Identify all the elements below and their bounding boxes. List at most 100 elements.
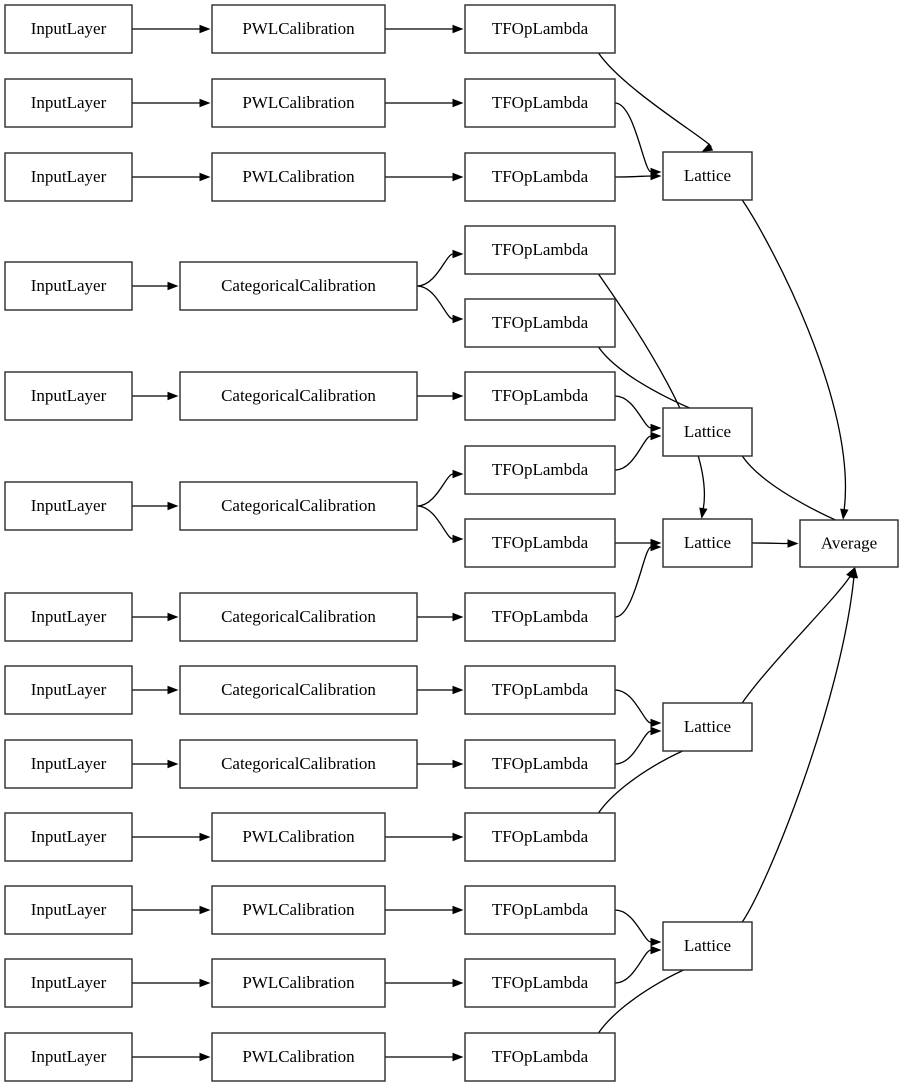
- edge-line: [751, 542, 789, 545]
- edge-in12-to-cal12: [132, 978, 211, 988]
- node-box: [211, 1032, 386, 1082]
- edge-cal4-to-tf4: [416, 249, 464, 287]
- edge-cal8-to-tf10: [416, 685, 464, 695]
- node-box: [4, 812, 133, 862]
- node-categorical-calibration-cal6[interactable]: CategoricalCalibration: [179, 481, 418, 531]
- node-input-layer-in4[interactable]: InputLayer: [4, 261, 133, 311]
- node-input-layer-in13[interactable]: InputLayer: [4, 1032, 133, 1082]
- edge-layer: [131, 24, 859, 1062]
- edge-tf12-to-lat4: [597, 740, 714, 814]
- node-box: [464, 298, 616, 348]
- node-lattice-lat1[interactable]: Lattice: [662, 151, 753, 201]
- node-box: [464, 225, 616, 275]
- node-tfop-lambda-tf2[interactable]: TFOpLambda: [464, 78, 616, 128]
- node-input-layer-in9[interactable]: InputLayer: [4, 739, 133, 789]
- node-box: [662, 921, 753, 971]
- node-categorical-calibration-cal5[interactable]: CategoricalCalibration: [179, 371, 418, 421]
- edge-in9-to-cal9: [132, 759, 179, 769]
- node-tfop-lambda-tf8[interactable]: TFOpLambda: [464, 518, 616, 568]
- node-box: [464, 445, 616, 495]
- node-pwlcalibration-cal3[interactable]: PWLCalibration: [211, 152, 386, 202]
- edge-lat4-to-avg: [741, 567, 855, 704]
- node-box: [4, 1032, 133, 1082]
- edge-in3-to-cal3: [131, 172, 211, 182]
- edge-arrowhead-icon: [167, 281, 179, 291]
- edge-cal7-to-tf9: [417, 612, 464, 622]
- edge-arrowhead-icon: [787, 539, 799, 548]
- node-input-layer-in7[interactable]: InputLayer: [4, 592, 133, 642]
- node-box: [464, 739, 616, 789]
- node-tfop-lambda-tf10[interactable]: TFOpLambda: [464, 665, 616, 715]
- edge-cal12-to-tf14: [385, 978, 464, 988]
- edge-tf10-to-lat4: [614, 689, 662, 728]
- edge-line: [416, 285, 454, 320]
- node-tfop-lambda-tf13[interactable]: TFOpLambda: [464, 885, 616, 935]
- edge-cal13-to-tf15: [385, 1052, 464, 1062]
- node-pwlcalibration-cal13[interactable]: PWLCalibration: [211, 1032, 386, 1082]
- edge-arrowhead-icon: [452, 98, 464, 108]
- node-tfop-lambda-tf9[interactable]: TFOpLambda: [464, 592, 616, 642]
- edge-arrowhead-icon: [699, 507, 708, 519]
- edge-tf2-to-lat1: [614, 102, 662, 177]
- edge-arrowhead-icon: [650, 937, 662, 947]
- node-input-layer-in11[interactable]: InputLayer: [4, 885, 133, 935]
- node-box: [662, 151, 753, 201]
- node-input-layer-in6[interactable]: InputLayer: [4, 481, 133, 531]
- node-box: [4, 261, 133, 311]
- node-tfop-lambda-tf14[interactable]: TFOpLambda: [464, 958, 616, 1008]
- node-input-layer-in2[interactable]: InputLayer: [4, 78, 133, 128]
- node-pwlcalibration-cal11[interactable]: PWLCalibration: [211, 885, 386, 935]
- node-categorical-calibration-cal9[interactable]: CategoricalCalibration: [179, 739, 418, 789]
- node-tfop-lambda-tf7[interactable]: TFOpLambda: [464, 445, 616, 495]
- node-lattice-lat3[interactable]: Lattice: [662, 518, 753, 568]
- node-input-layer-in3[interactable]: InputLayer: [4, 152, 133, 202]
- edge-arrowhead-icon: [650, 431, 662, 441]
- node-categorical-calibration-cal7[interactable]: CategoricalCalibration: [179, 592, 418, 642]
- edge-line: [741, 455, 853, 527]
- node-box: [799, 519, 899, 568]
- edge-tf9-to-lat3: [614, 542, 662, 618]
- node-input-layer-in1[interactable]: InputLayer: [4, 4, 133, 54]
- edge-arrowhead-icon: [452, 469, 464, 479]
- node-average-avg[interactable]: Average: [799, 519, 899, 568]
- node-input-layer-in5[interactable]: InputLayer: [4, 371, 133, 421]
- edge-arrowhead-icon: [452, 759, 464, 769]
- node-tfop-lambda-tf1[interactable]: TFOpLambda: [464, 4, 616, 54]
- node-box: [4, 481, 133, 531]
- edge-tf1-to-lat1: [597, 52, 714, 152]
- node-tfop-lambda-tf4[interactable]: TFOpLambda: [464, 225, 616, 275]
- edge-cal6-to-tf7: [416, 469, 464, 507]
- node-tfop-lambda-tf11[interactable]: TFOpLambda: [464, 739, 616, 789]
- node-tfop-lambda-tf6[interactable]: TFOpLambda: [464, 371, 616, 421]
- edge-arrowhead-icon: [452, 24, 464, 34]
- node-box: [211, 152, 386, 202]
- node-lattice-lat4[interactable]: Lattice: [662, 702, 753, 752]
- edge-in13-to-cal13: [132, 1052, 211, 1062]
- node-tfop-lambda-tf15[interactable]: TFOpLambda: [464, 1032, 616, 1082]
- edge-arrowhead-icon: [840, 508, 849, 520]
- edge-cal6-to-tf8: [416, 505, 464, 544]
- node-categorical-calibration-cal8[interactable]: CategoricalCalibration: [179, 665, 418, 715]
- node-box: [4, 665, 133, 715]
- edge-arrowhead-icon: [650, 718, 662, 728]
- edge-in2-to-cal2: [132, 98, 211, 108]
- edge-lat3-to-avg: [751, 539, 799, 548]
- node-tfop-lambda-tf5[interactable]: TFOpLambda: [464, 298, 616, 348]
- node-pwlcalibration-cal1[interactable]: PWLCalibration: [211, 4, 386, 54]
- node-pwlcalibration-cal2[interactable]: PWLCalibration: [211, 78, 386, 128]
- node-box: [464, 1032, 616, 1082]
- edge-arrowhead-icon: [199, 832, 211, 842]
- node-input-layer-in8[interactable]: InputLayer: [4, 665, 133, 715]
- node-lattice-lat5[interactable]: Lattice: [662, 921, 753, 971]
- node-pwlcalibration-cal12[interactable]: PWLCalibration: [211, 958, 386, 1008]
- node-tfop-lambda-tf3[interactable]: TFOpLambda: [464, 152, 616, 202]
- node-tfop-lambda-tf12[interactable]: TFOpLambda: [464, 812, 616, 862]
- node-input-layer-in12[interactable]: InputLayer: [4, 958, 133, 1008]
- node-pwlcalibration-cal10[interactable]: PWLCalibration: [211, 812, 386, 862]
- node-categorical-calibration-cal4[interactable]: CategoricalCalibration: [179, 261, 418, 311]
- node-box: [211, 958, 386, 1008]
- node-input-layer-in10[interactable]: InputLayer: [4, 812, 133, 862]
- node-box: [464, 958, 616, 1008]
- node-lattice-lat2[interactable]: Lattice: [662, 407, 753, 457]
